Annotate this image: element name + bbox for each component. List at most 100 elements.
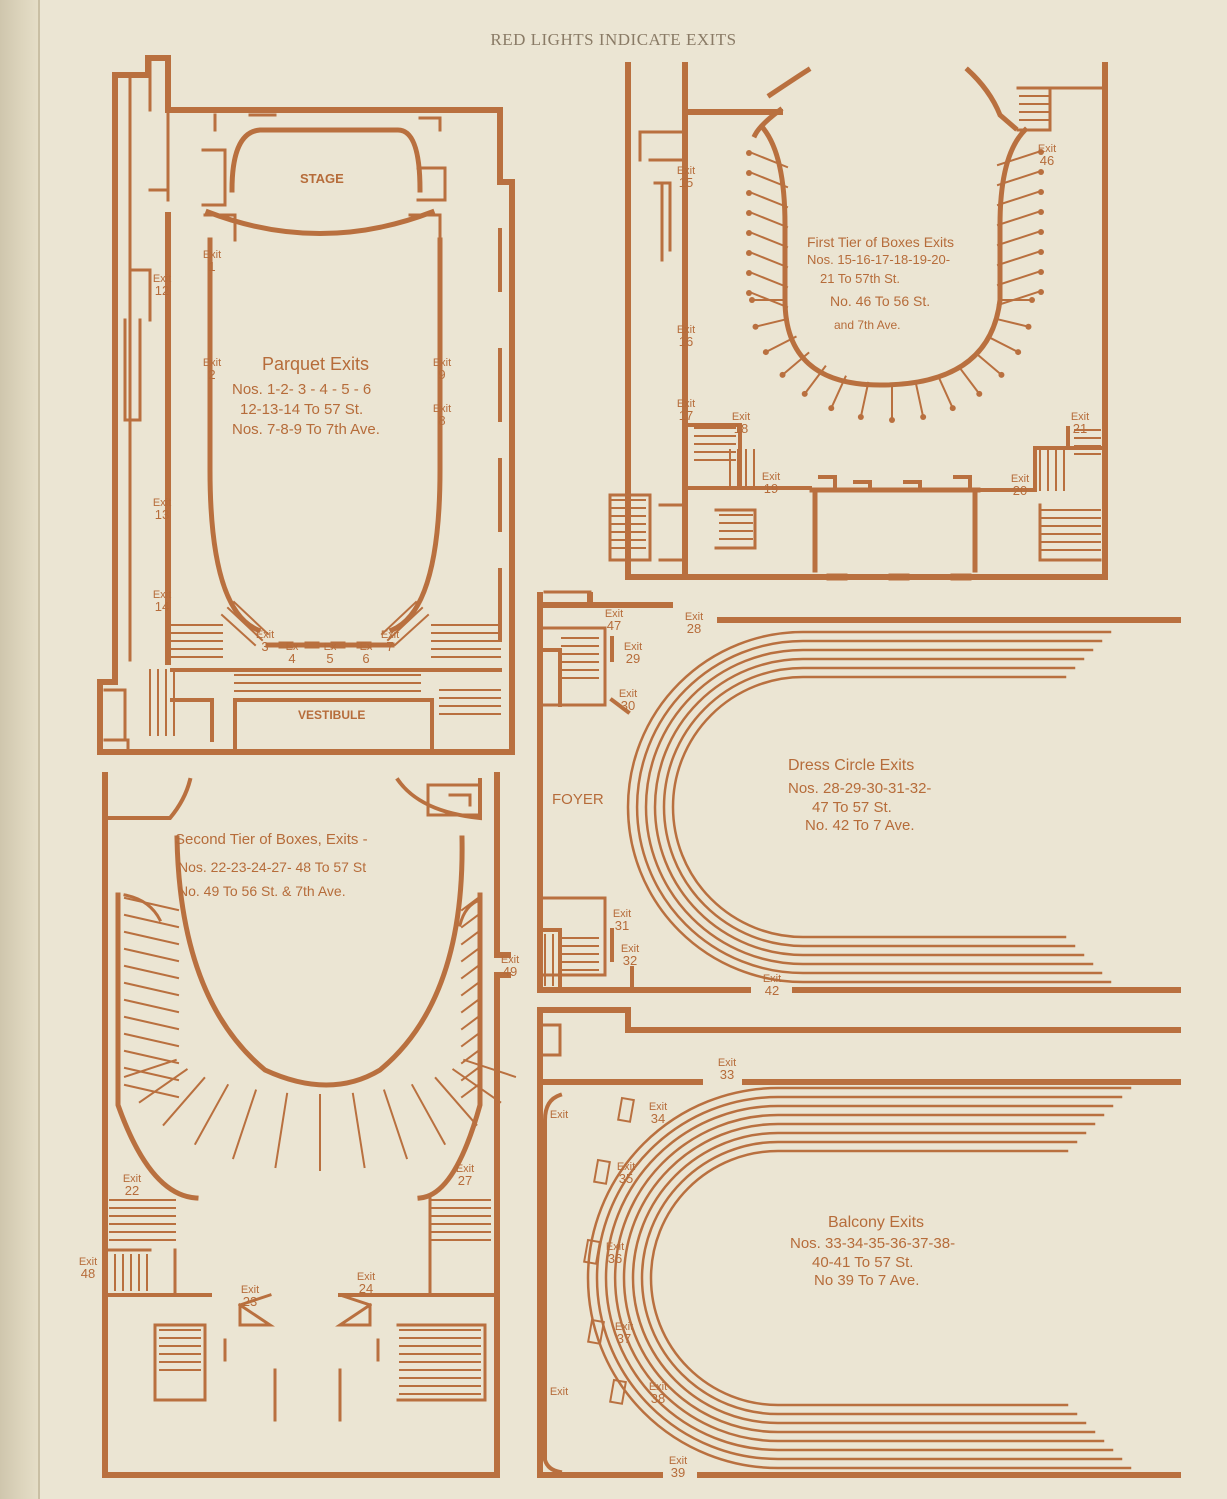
exit-number: 18	[734, 421, 748, 436]
exit-label: Exit	[762, 471, 780, 483]
exit-label: Exit	[1038, 143, 1056, 155]
exit-label: Exit	[763, 973, 781, 985]
exit-label: Exit	[203, 357, 221, 369]
exit-label: Exit	[79, 1256, 97, 1268]
balcony-line-3: No 39 To 7 Ave.	[814, 1272, 919, 1289]
exit-label: Exit	[381, 629, 399, 641]
exit-number: 12	[155, 283, 169, 298]
spine-edge	[38, 0, 40, 1499]
exit-label: Exit	[433, 357, 451, 369]
parquet-line-2: 12-13-14 To 57 St.	[240, 401, 363, 418]
exit-label: Exit	[677, 398, 695, 410]
exit-number: 17	[679, 408, 693, 423]
page-header: RED LIGHTS INDICATE EXITS	[490, 30, 737, 49]
exit-number: 22	[125, 1183, 139, 1198]
first-tier-line-4: and 7th Ave.	[834, 318, 901, 332]
exit-label: Exit	[433, 403, 451, 415]
stage-label: STAGE	[300, 171, 344, 186]
exit-label: Ex	[324, 641, 337, 653]
exit-label: Exit	[1071, 411, 1089, 423]
second-tier-title: Second Tier of Boxes, Exits -	[175, 831, 368, 848]
exit-label: Exit	[718, 1057, 736, 1069]
exit-number: 34	[651, 1111, 665, 1126]
balcony-line-2: 40-41 To 57 St.	[812, 1254, 913, 1271]
exit-number: 13	[155, 507, 169, 522]
second-tier-plan: Second Tier of Boxes, Exits - Nos. 22-23…	[79, 772, 519, 1478]
exit-label: Exit	[621, 943, 639, 955]
exit-label: Exit	[677, 324, 695, 336]
exit-label: Exit	[669, 1455, 687, 1467]
exit-number: 16	[679, 334, 693, 349]
exit-label: Exit	[456, 1163, 474, 1175]
binding-spine	[0, 0, 40, 1499]
first-tier-title: First Tier of Boxes Exits	[807, 234, 954, 250]
exit-number: 42	[765, 983, 779, 998]
first-tier-line-2: 21 To 57th St.	[820, 271, 900, 286]
exit-label: Exit	[1011, 473, 1029, 485]
exit-label: Exit	[550, 1386, 568, 1398]
exit-label: Exit	[123, 1173, 141, 1185]
exit-number: 48	[81, 1266, 95, 1281]
exit-label: Exit	[649, 1381, 667, 1393]
first-tier-plan: First Tier of Boxes Exits Nos. 15-16-17-…	[608, 62, 1108, 581]
exit-label: Exit	[615, 1321, 633, 1333]
exit-label: Ex	[286, 641, 299, 653]
exit-number: 8	[438, 413, 445, 428]
exit-label: Exit	[619, 688, 637, 700]
balcony-title: Balcony Exits	[828, 1214, 924, 1231]
exit-number: 19	[764, 481, 778, 496]
balcony-exit-labels: Exit33Exit34Exit35Exit36Exit37Exit38Exit…	[550, 1057, 736, 1480]
second-tier-line-1: Nos. 22-23-24-27- 48 To 57 St	[178, 859, 366, 875]
exit-label: Exit	[256, 629, 274, 641]
exit-number: 7	[386, 639, 393, 654]
dress-circle-line-1: Nos. 28-29-30-31-32-	[788, 780, 931, 797]
exit-label: Exit	[617, 1161, 635, 1173]
dress-circle-exit-labels: Exit47Exit28Exit29Exit30Exit31Exit32Exit…	[605, 608, 781, 998]
exit-number: 9	[438, 367, 445, 382]
exit-number: 36	[608, 1251, 622, 1266]
exit-number: 23	[243, 1294, 257, 1309]
exit-number: 39	[671, 1465, 685, 1480]
exit-number: 31	[615, 918, 629, 933]
exit-number: 3	[261, 639, 268, 654]
exit-number: 46	[1040, 153, 1054, 168]
exit-label: Exit	[649, 1101, 667, 1113]
parquet-title: Parquet Exits	[262, 354, 369, 374]
exit-number: 20	[1013, 483, 1027, 498]
dress-circle-title: Dress Circle Exits	[788, 757, 914, 774]
first-tier-line-1: Nos. 15-16-17-18-19-20-	[807, 252, 950, 267]
parquet-line-3: Nos. 7-8-9 To 7th Ave.	[232, 421, 380, 438]
first-tier-line-3: No. 46 To 56 St.	[830, 293, 930, 309]
exit-number: 27	[458, 1173, 472, 1188]
exit-label: Exit	[153, 273, 171, 285]
vestibule-label: VESTIBULE	[298, 708, 365, 722]
exit-label: Exit	[153, 497, 171, 509]
exit-number: 38	[651, 1391, 665, 1406]
exit-label: Exit	[685, 611, 703, 623]
balcony-plan: Balcony Exits Nos. 33-34-35-36-37-38- 40…	[537, 1007, 1181, 1480]
exit-label: Exit	[732, 411, 750, 423]
exit-label: Exit	[241, 1284, 259, 1296]
parquet-line-1: Nos. 1-2- 3 - 4 - 5 - 6	[232, 381, 371, 398]
exit-label: Exit	[677, 165, 695, 177]
exit-label: Exit	[357, 1271, 375, 1283]
exit-number: 5	[326, 651, 333, 666]
second-tier-line-2: No. 49 To 56 St. & 7th Ave.	[178, 883, 346, 899]
exit-number: 15	[679, 175, 693, 190]
exit-number: 35	[619, 1171, 633, 1186]
exit-number: 24	[359, 1281, 373, 1296]
exit-number: 28	[687, 621, 701, 636]
exit-number: 14	[155, 599, 169, 614]
exit-label: Exit	[613, 908, 631, 920]
exit-number: 4	[288, 651, 295, 666]
exit-number: 47	[607, 618, 621, 633]
exit-label: Exit	[203, 249, 221, 261]
exit-label: Exit	[605, 608, 623, 620]
exit-number: 30	[621, 698, 635, 713]
exit-number: 6	[362, 651, 369, 666]
dress-circle-plan: FOYER Dress Circle Exits Nos. 28-29-30-3…	[537, 590, 1181, 998]
exit-number: 33	[720, 1067, 734, 1082]
